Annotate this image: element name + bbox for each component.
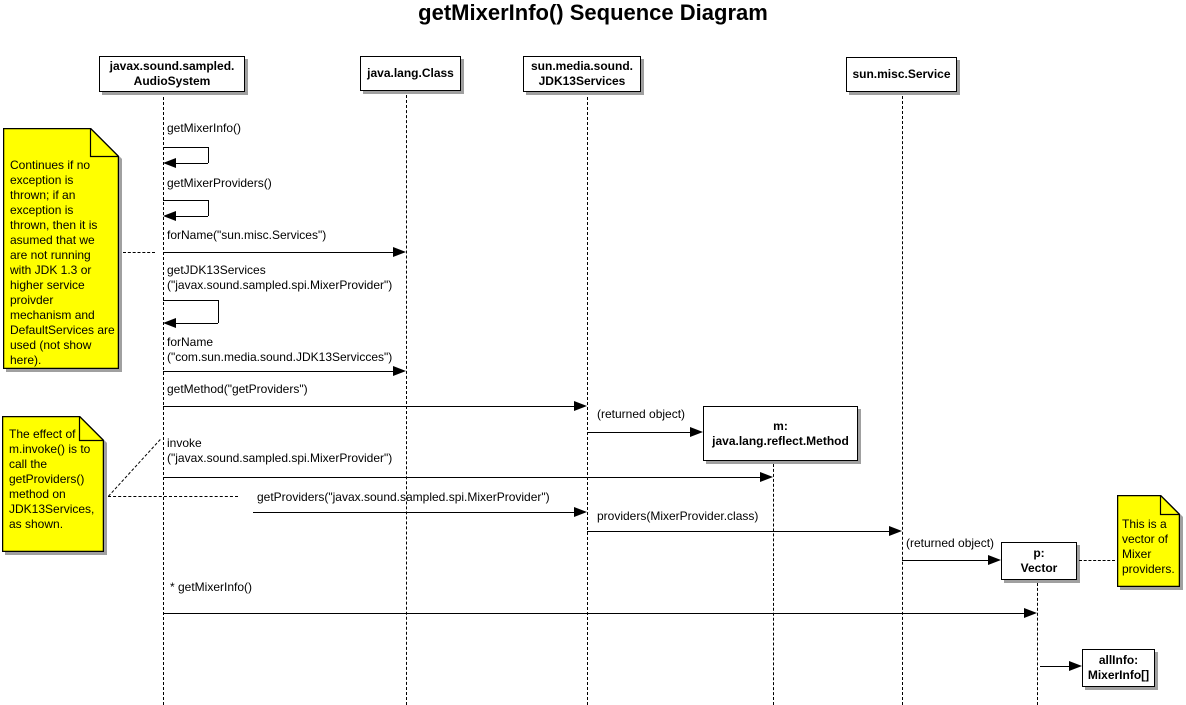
message-line-getmixerinfo-out <box>163 147 208 148</box>
message-label-invoke: invoke ("javax.sound.sampled.spi.MixerPr… <box>167 436 393 465</box>
message-arrowhead-forname-jdk13 <box>393 366 406 376</box>
message-line-getjdk13services-down <box>218 300 219 323</box>
message-label-returned-object-method: (returned object) <box>597 407 686 421</box>
message-line-star-getmixerinfo <box>163 613 1024 614</box>
object-box-method-label: m: java.lang.reflect.Method <box>712 418 849 448</box>
note-shape <box>3 128 119 369</box>
message-arrowhead-create-allinfo <box>1069 661 1082 671</box>
message-label-getmixerinfo: getMixerInfo() <box>167 121 242 135</box>
message-line-getproviders <box>253 512 574 513</box>
note-connector-exception <box>123 252 155 253</box>
lifeline-java-lang-class <box>406 90 407 705</box>
message-label-getjdk13services: getJDK13Services ("javax.sound.sampled.s… <box>167 263 393 292</box>
lifeline-header-audiosystem-label: javax.sound.sampled. AudioSystem <box>109 59 235 88</box>
message-arrowhead-providers <box>889 526 902 536</box>
note-connector-invoke-horizontal <box>108 496 238 497</box>
message-line-forname-services <box>163 252 393 253</box>
message-line-forname-jdk13 <box>163 371 393 372</box>
message-label-getproviders: getProviders("javax.sound.sampled.spi.Mi… <box>257 490 550 504</box>
diagram-title: getMixerInfo() Sequence Diagram <box>418 0 768 25</box>
note-connector-invoke-diagonal <box>108 439 161 497</box>
lifeline-header-jdk13services-label: sun.media.sound. JDK13Services <box>530 59 633 88</box>
object-box-vector: p: Vector <box>1001 542 1077 580</box>
lifeline-jdk13services <box>587 92 588 705</box>
message-line-providers <box>587 531 889 532</box>
message-label-returned-object-vector: (returned object) <box>906 536 995 550</box>
message-label-providers: providers(MixerProvider.class) <box>597 509 759 523</box>
message-arrowhead-getmixerproviders <box>163 211 176 221</box>
message-label-forname-jdk13: forName ("com.sun.media.sound.JDK13Servi… <box>167 335 393 364</box>
note-shape <box>2 416 104 552</box>
message-line-invoke <box>163 477 760 478</box>
object-box-vector-label: p: Vector <box>1020 546 1058 575</box>
object-box-allinfo-label: allInfo: MixerInfo[] <box>1087 653 1150 682</box>
message-arrowhead-star-getmixerinfo <box>1024 608 1037 618</box>
note-exception-explanation: Continues if no exception is thrown; if … <box>3 128 119 369</box>
object-box-method: m: java.lang.reflect.Method <box>703 406 858 461</box>
message-line-getmethod <box>163 406 574 407</box>
note-invoke-effect-text: The effect of m.invoke() is to call the … <box>9 427 95 531</box>
lifeline-header-sun-misc-service-label: sun.misc.Service <box>852 67 951 81</box>
object-box-allinfo: allInfo: MixerInfo[] <box>1082 649 1155 687</box>
lifeline-audiosystem <box>163 92 164 705</box>
note-connector-vector <box>1079 560 1115 561</box>
note-vector-of-providers: This is a vector of Mixer providers. <box>1117 495 1180 587</box>
lifeline-method-object <box>773 459 774 705</box>
lifeline-header-audiosystem: javax.sound.sampled. AudioSystem <box>99 56 245 92</box>
message-line-getmixerinfo-down <box>208 147 209 163</box>
message-arrowhead-getmixerinfo <box>163 158 176 168</box>
lifeline-vector-object <box>1037 578 1038 705</box>
message-arrowhead-returned-object-method <box>690 427 703 437</box>
message-line-returned-object-vector <box>902 560 988 561</box>
note-shape <box>1117 495 1180 587</box>
message-line-returned-object-method <box>587 432 690 433</box>
message-line-getmixerproviders-down <box>208 200 209 216</box>
message-label-forname-services: forName("sun.misc.Services") <box>167 228 327 242</box>
note-exception-explanation-text: Continues if no exception is thrown; if … <box>10 158 115 367</box>
message-arrowhead-getmethod <box>574 401 587 411</box>
message-arrowhead-forname-services <box>393 247 406 257</box>
message-arrowhead-getjdk13services <box>163 318 176 328</box>
message-line-getjdk13services-out <box>163 300 218 301</box>
lifeline-sun-misc-service <box>902 91 903 705</box>
message-arrowhead-returned-object-vector <box>988 555 1001 565</box>
message-line-create-allinfo <box>1040 666 1069 667</box>
lifeline-header-sun-misc-service: sun.misc.Service <box>846 57 957 92</box>
message-label-getmixerproviders: getMixerProviders() <box>167 176 272 190</box>
message-line-getjdk13services-return <box>176 323 218 324</box>
message-arrowhead-getproviders <box>574 507 587 517</box>
note-invoke-effect: The effect of m.invoke() is to call the … <box>2 416 104 552</box>
message-label-star-getmixerinfo: * getMixerInfo() <box>170 580 253 594</box>
message-line-getmixerproviders-return <box>176 216 208 217</box>
lifeline-header-java-lang-class-label: java.lang.Class <box>367 66 454 80</box>
message-label-getmethod: getMethod("getProviders") <box>167 382 308 396</box>
message-line-getmixerinfo-return <box>176 163 208 164</box>
message-line-getmixerproviders-out <box>163 200 208 201</box>
lifeline-header-jdk13services: sun.media.sound. JDK13Services <box>523 56 641 92</box>
message-arrowhead-invoke <box>760 472 773 482</box>
lifeline-header-java-lang-class: java.lang.Class <box>360 56 461 91</box>
note-vector-of-providers-text: This is a vector of Mixer providers. <box>1122 517 1175 576</box>
